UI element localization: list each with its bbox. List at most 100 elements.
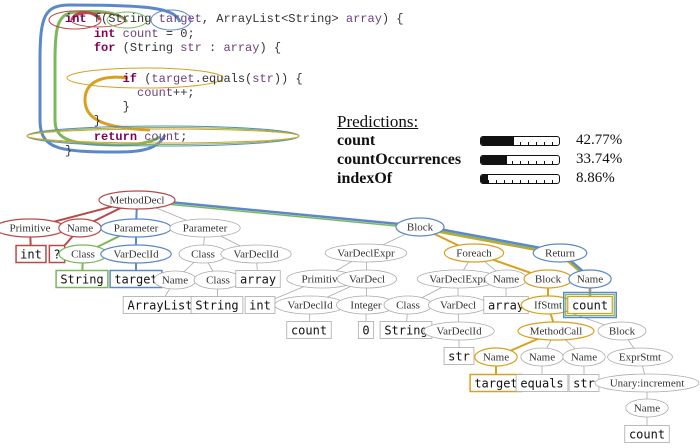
code-token: :	[201, 41, 224, 55]
ast-node: Class	[178, 244, 228, 264]
red-path	[70, 11, 102, 21]
node-ellipse	[568, 269, 612, 289]
code-line: for (String str : array) {	[65, 41, 281, 55]
leaf-node: array	[235, 270, 281, 288]
code-token: }	[65, 144, 73, 158]
leaf-node: String	[190, 296, 244, 314]
code-token: array	[345, 12, 382, 26]
node-label: VarDecl	[440, 300, 476, 312]
prediction-bar	[480, 174, 560, 184]
ast-node: Primitive	[0, 218, 66, 238]
leaf-node: target	[469, 373, 523, 393]
ast-node: Name	[484, 269, 528, 289]
prediction-bar-fill	[481, 175, 488, 183]
leaf-node: String	[55, 269, 109, 289]
code-token: count	[144, 130, 181, 144]
prediction-percent: 33.74%	[576, 151, 623, 167]
node-label: Class	[206, 275, 230, 287]
blue-path	[38, 3, 182, 154]
leaf-box	[55, 269, 109, 289]
ast-node: Return	[532, 243, 588, 263]
node-label: Unary:increment	[610, 378, 685, 390]
leaf-node: String	[379, 321, 433, 339]
code-token	[65, 27, 94, 41]
token-highlight	[150, 9, 192, 31]
leaf-label: target	[114, 273, 157, 287]
code-token: ++;	[173, 86, 195, 100]
prediction-bar	[480, 155, 560, 165]
code-token: if	[122, 72, 138, 86]
leaf-box	[286, 321, 332, 339]
leaf-box	[235, 270, 281, 288]
node-label: Name	[162, 275, 188, 287]
token-highlight	[106, 11, 148, 29]
leaf-label: int	[249, 299, 271, 313]
leaf-label: ArrayList	[127, 299, 192, 313]
node-label: VarDeclExpr	[429, 274, 487, 286]
node-ellipse	[625, 398, 669, 418]
code-token	[65, 41, 94, 55]
leaf-box	[190, 296, 244, 314]
code-token: str	[180, 41, 202, 55]
code-token	[65, 72, 123, 86]
node-label: Parameter	[183, 223, 228, 235]
node-ellipse	[100, 244, 172, 264]
node-label: VarDeclId	[436, 326, 482, 338]
prediction-bar	[480, 136, 560, 146]
node-label: Class	[191, 249, 215, 261]
leaf-label: String	[384, 324, 427, 338]
ast-node: Block	[597, 321, 647, 341]
ast-node: Name	[474, 347, 518, 367]
node-ellipse	[336, 269, 397, 289]
node-ellipse	[98, 190, 176, 210]
ast-node: VarDeclExpr	[416, 269, 500, 289]
ast-node: VarDecl	[427, 295, 488, 315]
node-label: MethodDecl	[110, 195, 165, 207]
node-label: Parameter	[114, 223, 159, 235]
node-label: VarDeclExpr	[337, 248, 395, 260]
code-token: ) {	[259, 41, 282, 55]
node-ellipse	[517, 321, 595, 341]
bar-ticks	[481, 161, 559, 164]
code-token: ) {	[381, 12, 404, 26]
code-token: return	[93, 130, 138, 144]
leaf-label: str	[448, 350, 470, 364]
ast-node: Name	[520, 347, 564, 367]
node-label: Name	[483, 352, 509, 364]
ast-node: VarDecl	[336, 269, 397, 289]
leaf-node: count	[624, 425, 670, 443]
code-token	[65, 130, 94, 144]
code-token	[151, 12, 158, 26]
code-token: }	[65, 100, 130, 114]
ast-node: Block	[523, 269, 573, 289]
node-ellipse	[562, 347, 606, 367]
ast-node: Class	[193, 270, 243, 290]
ast-node: MethodDecl	[98, 190, 176, 210]
ast-node: Name	[153, 270, 197, 290]
bar-ticks	[481, 142, 559, 145]
code-token: , ArrayList<String>	[201, 12, 346, 26]
code-token: str	[252, 72, 274, 86]
ast-node: MethodCall	[517, 321, 595, 341]
tree-edge	[136, 197, 421, 228]
node-ellipse	[395, 217, 445, 237]
node-label: Integer	[350, 300, 381, 312]
code-token: count	[122, 27, 159, 41]
node-ellipse	[594, 373, 700, 393]
leaf-label: String	[60, 273, 103, 287]
ast-node: Unary:increment	[594, 373, 700, 393]
code-token: .equals(	[194, 72, 253, 86]
code-line: count++;	[65, 86, 195, 100]
ast-node: VarDeclExpr	[324, 243, 408, 263]
leaf-label: ?	[53, 248, 60, 262]
code-line: }	[65, 144, 72, 158]
leaf-box	[443, 347, 475, 365]
prediction-bar-fill	[481, 156, 508, 164]
leaf-node: target	[109, 269, 163, 289]
code-token: ;	[180, 130, 188, 144]
bar-ticks	[481, 180, 559, 183]
code-token: = 0;	[158, 27, 195, 41]
ast-node: Class	[58, 244, 108, 264]
node-ellipse	[597, 321, 647, 341]
node-label: Block	[407, 222, 434, 234]
